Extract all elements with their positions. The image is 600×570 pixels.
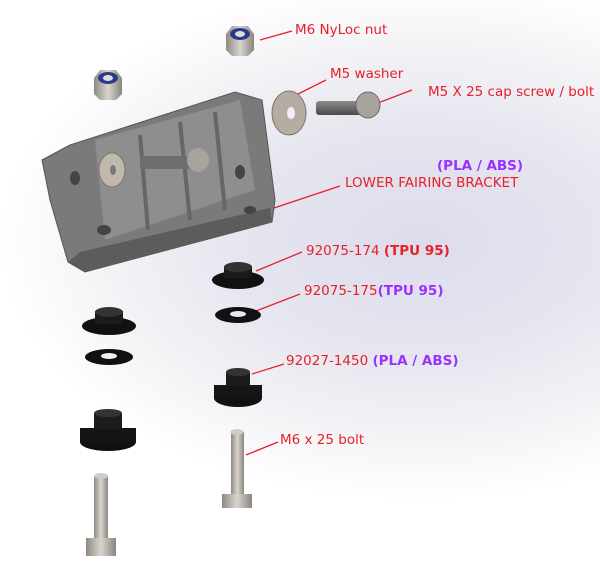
- part-174-material: (TPU 95): [383, 243, 450, 259]
- spacer-92027-1450-right: [214, 368, 262, 407]
- label-part-174: 92075-174 (TPU 95): [306, 243, 450, 259]
- label-cap-screw: M5 X 25 cap screw / bolt: [428, 84, 595, 100]
- part-1450-name: 92027-1450: [286, 353, 369, 369]
- grommet-92075-174-left: [82, 307, 136, 335]
- label-nyloc-nut: M6 NyLoc nut: [295, 22, 388, 38]
- part-174-name: 92075-174: [306, 243, 380, 259]
- label-bracket-material: (PLA / ABS): [437, 158, 524, 174]
- washer-92075-175-left: [85, 349, 133, 365]
- part-175-name: 92075-175: [304, 283, 378, 299]
- lower-fairing-bracket: [41, 91, 276, 273]
- spacer-92027-1450-left: [80, 409, 136, 451]
- label-m5-washer: M5 washer: [330, 66, 404, 82]
- grommet-92075-174-right: [212, 262, 264, 289]
- label-part-1450: 92027-1450 (PLA / ABS): [286, 353, 459, 369]
- m6-bolt-left: [86, 473, 116, 556]
- m6-bolt-right: [222, 429, 252, 508]
- m5-washer: [271, 90, 307, 136]
- label-bracket: LOWER FAIRING BRACKET: [345, 175, 519, 191]
- part-1450-material: (PLA / ABS): [372, 353, 459, 369]
- m5-cap-screw: [316, 91, 381, 119]
- label-m6-bolt: M6 x 25 bolt: [280, 432, 365, 448]
- nyloc-nut-left: [94, 70, 122, 100]
- part-175-material: (TPU 95): [377, 283, 444, 299]
- label-part-175: 92075-175(TPU 95): [304, 283, 444, 299]
- washer-92075-175-right: [215, 307, 261, 323]
- nyloc-nut-top: [226, 26, 254, 56]
